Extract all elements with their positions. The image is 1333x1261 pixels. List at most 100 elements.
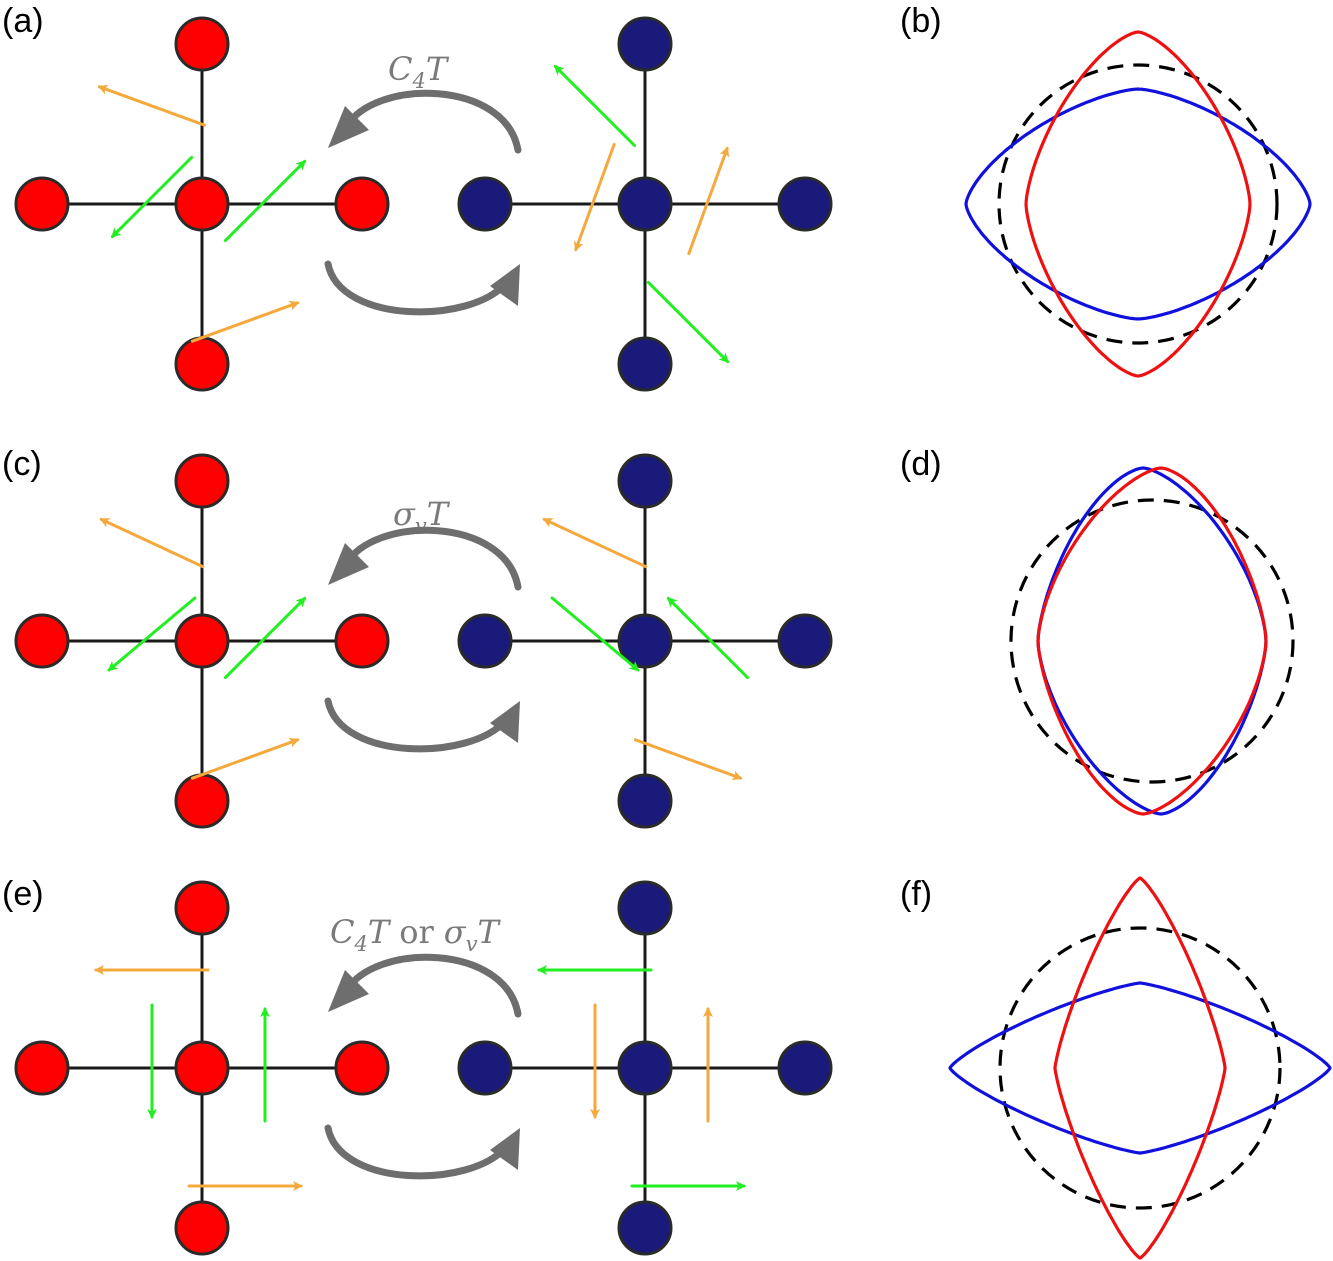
op-main: C xyxy=(388,50,412,88)
spin-arrow-orange xyxy=(633,738,743,781)
reference-circle-dashed xyxy=(998,926,1282,1210)
atom-blue-center xyxy=(617,613,673,669)
operation-arrow-upper-head xyxy=(328,106,369,148)
operation-arrow-lower-head xyxy=(490,701,520,743)
atom-red-left xyxy=(14,613,70,669)
spin-arrow-green xyxy=(550,596,640,672)
atom-blue-center xyxy=(617,176,673,232)
reference-circle-dashed xyxy=(997,63,1279,345)
operation-arrow-upper xyxy=(328,526,522,591)
blue-spin-texture-curve xyxy=(948,981,1332,1155)
op-after: T xyxy=(368,913,392,951)
panel-label-a: (a) xyxy=(2,2,44,40)
spin-arrow-green xyxy=(666,596,750,680)
atom-red-right xyxy=(334,176,390,232)
op-sub: 4 xyxy=(411,69,425,93)
row-1: (a) (b) C4T xyxy=(2,2,1312,392)
op-after: T xyxy=(427,495,451,533)
atom-blue-bottom xyxy=(617,773,673,829)
spin-arrow-green xyxy=(110,155,194,239)
operation-arrow-lower xyxy=(324,697,520,753)
op-sub: 4 xyxy=(353,932,367,956)
operation-arrow-upper-curve xyxy=(343,953,522,1018)
lattice-pair-row-1 xyxy=(14,16,833,392)
panel-label-d: (d) xyxy=(900,445,942,483)
operation-arrow-lower xyxy=(324,260,520,316)
atom-blue-left xyxy=(457,1040,513,1096)
operation-arrow-upper xyxy=(328,953,522,1018)
operation-arrow-lower-curve xyxy=(324,1124,509,1180)
spin-arrow-orange xyxy=(97,84,207,127)
op-main: σ xyxy=(393,495,416,533)
blue-spin-texture-curve xyxy=(1036,466,1268,816)
operation-arrow-lower-head xyxy=(490,1128,520,1170)
spin-arrow-green xyxy=(646,280,730,364)
op-main-2: σ xyxy=(444,913,467,951)
blue-spin-texture-curve xyxy=(964,87,1312,321)
spin-arrow-orange xyxy=(190,300,300,343)
atom-blue-right xyxy=(777,613,833,669)
atom-red-right xyxy=(334,613,390,669)
atom-red-center xyxy=(174,613,230,669)
operation-arrow-upper-curve xyxy=(343,526,522,591)
spin-arrow-orange xyxy=(573,142,616,252)
shape-plot-row-1 xyxy=(964,30,1312,378)
atom-red-left xyxy=(14,176,70,232)
atom-red-center xyxy=(174,176,230,232)
spin-arrow-green xyxy=(553,64,637,148)
atom-red-top xyxy=(174,880,230,936)
operation-label-row-1: C4T xyxy=(388,50,450,93)
spin-arrow-green xyxy=(223,596,307,680)
panel-label-c: (c) xyxy=(2,445,42,483)
atom-red-center xyxy=(174,1040,230,1096)
red-spin-texture-curve xyxy=(1024,30,1252,378)
operation-arrow-lower-curve xyxy=(324,697,509,753)
operation-arrow-lower-curve xyxy=(324,260,509,316)
red-spin-texture-curve xyxy=(1036,466,1268,816)
panel-label-b: (b) xyxy=(900,2,942,40)
atom-blue-left xyxy=(457,613,513,669)
op-sub: v xyxy=(415,514,427,538)
row-2: (c) (d) σvT xyxy=(2,445,1295,829)
atom-red-bottom xyxy=(174,1200,230,1256)
operation-arrow-lower-head xyxy=(490,264,520,306)
operation-arrow-upper-head xyxy=(328,970,369,1012)
reference-circle-dashed xyxy=(1009,498,1295,784)
atom-blue-bottom xyxy=(617,336,673,392)
op-after: T xyxy=(426,50,450,88)
op-connector: or xyxy=(399,913,434,951)
operation-arrow-upper-curve xyxy=(343,89,522,154)
atom-red-top xyxy=(174,453,230,509)
panel-label-f: (f) xyxy=(900,875,932,913)
atom-red-left xyxy=(14,1040,70,1096)
atom-red-top xyxy=(174,16,230,72)
atom-blue-bottom xyxy=(617,1200,673,1256)
spin-arrow-green xyxy=(223,159,307,243)
red-spin-texture-curve xyxy=(1053,876,1227,1260)
spin-arrow-orange xyxy=(190,737,300,780)
spin-arrow-green xyxy=(107,596,197,672)
spin-arrow-orange xyxy=(542,517,648,569)
spin-arrow-orange xyxy=(687,146,730,256)
spin-arrow-orange xyxy=(99,517,205,569)
shape-plot-row-3 xyxy=(948,876,1332,1260)
atom-blue-right xyxy=(777,176,833,232)
operation-arrow-upper-head xyxy=(328,543,369,585)
op-after-2: T xyxy=(477,913,501,951)
atom-red-bottom xyxy=(174,773,230,829)
lattice-pair-row-2 xyxy=(14,453,833,829)
atom-blue-top xyxy=(617,16,673,72)
op-main: C xyxy=(330,913,354,951)
op-sub-2: v xyxy=(466,932,478,956)
atom-blue-right xyxy=(777,1040,833,1096)
atom-blue-center xyxy=(617,1040,673,1096)
atom-blue-top xyxy=(617,880,673,936)
atom-red-right xyxy=(334,1040,390,1096)
lattice-pair-row-3 xyxy=(14,880,833,1256)
operation-arrow-upper xyxy=(328,89,522,154)
atom-red-bottom xyxy=(174,336,230,392)
shape-plot-row-2 xyxy=(1009,466,1295,816)
